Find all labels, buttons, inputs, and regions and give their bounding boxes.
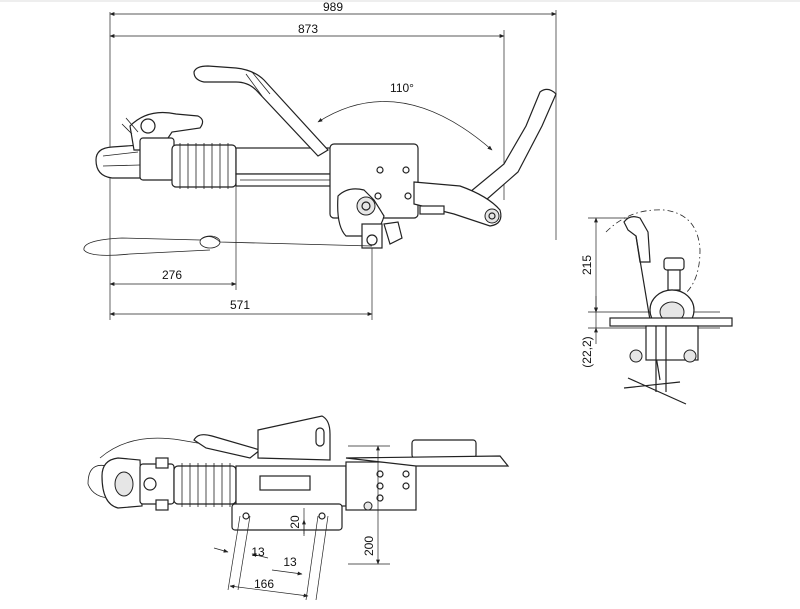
dim-axle-offset: 571: [109, 245, 373, 320]
top-view: 200 20 13 13 166: [87, 415, 510, 601]
top-bellows: [173, 463, 237, 507]
dim-label-571: 571: [230, 298, 250, 312]
top-housing: [231, 461, 417, 531]
handbrake-lever: [193, 65, 329, 157]
dim-label-989: 989: [323, 0, 343, 14]
top-coupling-head: [101, 457, 175, 511]
end-coupling: [609, 257, 733, 405]
breakaway-cable: [83, 235, 373, 256]
dim-label-276: 276: [162, 268, 182, 282]
dim-hole-left: 13: [213, 515, 269, 591]
dim-lever-angle: 110°: [317, 81, 493, 151]
dim-label-13-right: 13: [283, 555, 297, 569]
dim-hole-right: 13: [271, 515, 329, 601]
dim-flange-height: 200: [348, 445, 390, 565]
shaft-housing: [235, 143, 419, 249]
dim-label-110: 110°: [390, 81, 414, 95]
dim-slot-width: 20: [288, 508, 306, 536]
dim-bellows-offset: 276: [109, 170, 237, 290]
dim-label-166: 166: [254, 577, 274, 591]
top-cable: [99, 437, 251, 459]
end-view: 215 (22,2): [580, 209, 733, 405]
bellows: [171, 143, 237, 189]
dim-hole-spacing: 166: [229, 577, 309, 598]
dim-label-215: 215: [580, 255, 594, 275]
dim-label-20: 20: [288, 515, 302, 529]
coupling-head: [95, 111, 204, 181]
lever-raised: [413, 88, 557, 227]
lever-swing-arc: [605, 209, 701, 301]
dim-label-200: 200: [362, 536, 376, 556]
dim-label-13-left: 13: [251, 545, 265, 559]
dim-label-22-2: (22,2): [580, 336, 594, 367]
top-lever: [193, 415, 510, 467]
side-view: 989 873 110° 276 571: [83, 0, 557, 320]
dim-label-873: 873: [298, 22, 318, 36]
dim-overall-length: 989: [109, 0, 557, 320]
